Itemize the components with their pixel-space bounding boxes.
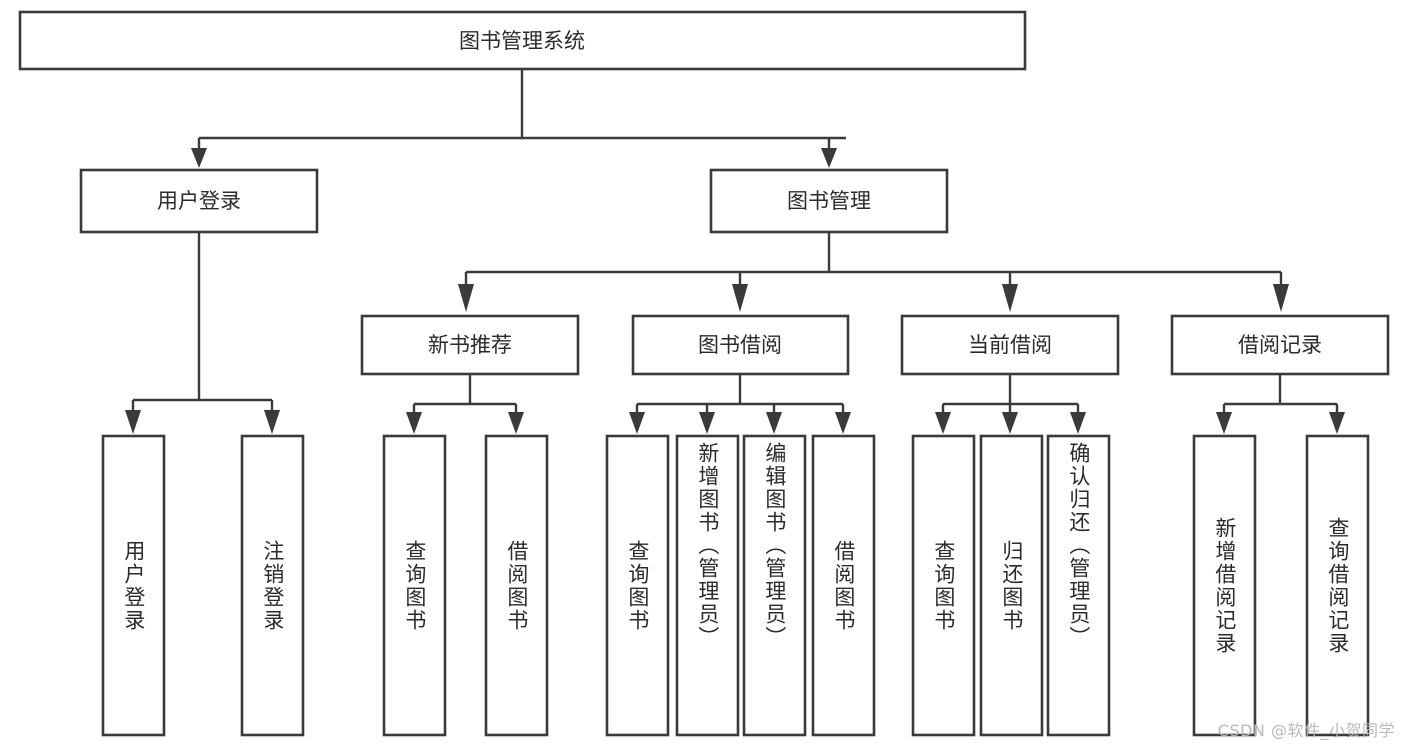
connector-newbook-to-leaves xyxy=(406,374,524,434)
leaf-box-currentborrow-2[interactable] xyxy=(1046,434,1111,737)
leaf-box-user-login-1[interactable] xyxy=(240,434,305,737)
leaf-box-currentborrow-1[interactable] xyxy=(979,434,1044,737)
leaf-box-currentborrow-0[interactable] xyxy=(911,434,976,737)
connector-borrowrecord-to-leaves xyxy=(1216,374,1345,434)
node-label-new-book-recommend: 新书推荐 xyxy=(428,333,512,357)
node-user-login[interactable]: 用户登录 xyxy=(79,168,319,234)
node-new-book-recommend[interactable]: 新书推荐 xyxy=(360,314,580,376)
node-label-current-borrow: 当前借阅 xyxy=(968,333,1052,357)
leaf-box-newbook-1[interactable] xyxy=(484,434,549,737)
leaf-box-user-login-0[interactable] xyxy=(101,434,166,737)
node-book-borrow[interactable]: 图书借阅 xyxy=(631,314,850,376)
node-borrow-record[interactable]: 借阅记录 xyxy=(1170,314,1390,376)
node-book-management[interactable]: 图书管理 xyxy=(709,168,949,234)
node-label-book-management: 图书管理 xyxy=(787,189,871,213)
leaf-box-newbook-0[interactable] xyxy=(382,434,447,737)
connector-userlogin-to-leaves xyxy=(125,232,280,434)
leaf-box-borrowrecord-1[interactable] xyxy=(1305,434,1370,737)
connector-bookmgmt-to-level3 xyxy=(458,232,1289,312)
connector-currentborrow-to-leaves xyxy=(935,374,1086,434)
leaf-box-bookborrow-3[interactable] xyxy=(811,434,876,737)
node-label-borrow-record: 借阅记录 xyxy=(1238,333,1322,357)
leaf-box-borrowrecord-0[interactable] xyxy=(1192,434,1257,737)
node-label-book-borrow: 图书借阅 xyxy=(698,333,782,357)
leaf-box-bookborrow-2[interactable] xyxy=(742,434,807,737)
node-current-borrow[interactable]: 当前借阅 xyxy=(900,314,1120,376)
leaf-box-bookborrow-0[interactable] xyxy=(605,434,670,737)
leaf-box-bookborrow-1[interactable] xyxy=(675,434,740,737)
node-root-book-management-system[interactable]: 图书管理系统 xyxy=(18,10,1027,71)
node-label-root: 图书管理系统 xyxy=(459,29,585,53)
connector-root-to-level2 xyxy=(191,70,846,168)
csdn-watermark: CSDN @软件_小贺同学 xyxy=(1217,721,1395,740)
connector-bookborrow-to-leaves xyxy=(629,374,851,434)
node-label-user-login: 用户登录 xyxy=(157,189,241,213)
